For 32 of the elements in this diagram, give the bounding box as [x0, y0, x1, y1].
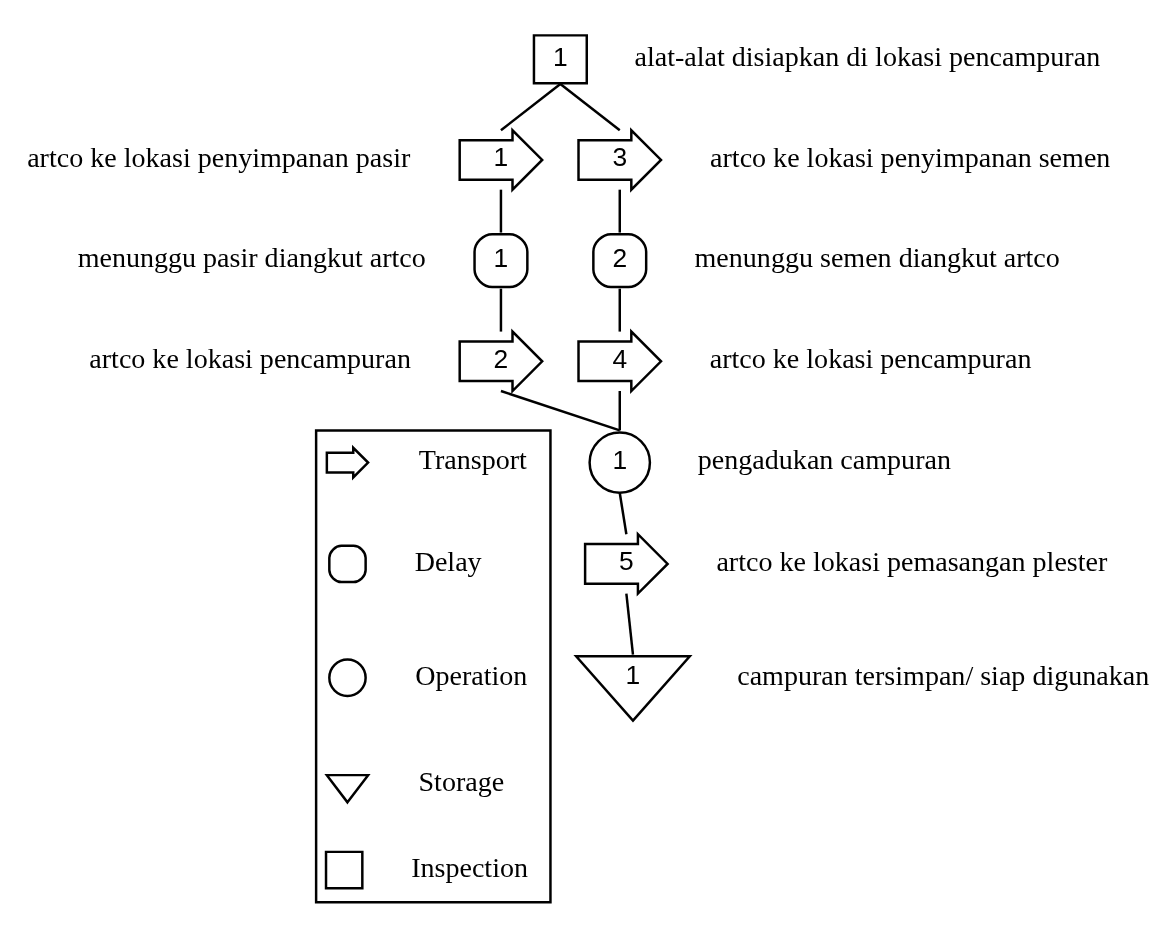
node-label: pengadukan campuran [697, 444, 951, 476]
node-label: menunggu semen diangkut artco [694, 242, 1060, 274]
connector [618, 288, 621, 332]
node-label: alat-alat disiapkan di lokasi pencampuran [634, 41, 1101, 73]
node-label: menunggu pasir diangkut artco [77, 242, 426, 274]
connector [500, 389, 621, 432]
node-label: artco ke lokasi penyimpanan semen [710, 141, 1111, 173]
legend-label: Operation [415, 659, 528, 691]
cluster [314, 429, 552, 904]
node-semicircle [328, 544, 367, 584]
legend-label: Delay [414, 545, 482, 577]
node-label: campuran tersimpan/ siap digunakan [737, 659, 1150, 691]
node-box: 1 [532, 34, 588, 85]
legend-label: Storage [418, 765, 505, 797]
node-triangle [324, 773, 371, 805]
connector [499, 189, 503, 233]
connector [618, 492, 628, 535]
connector [499, 288, 503, 332]
node-label: artco ke lokasi pencampuran [89, 343, 411, 375]
node-box [324, 850, 364, 890]
node-label: artco ke lokasi pemasangan plester [716, 545, 1108, 577]
node-label: artco ke lokasi pencampuran [709, 343, 1032, 375]
connector [500, 83, 562, 132]
node-arrow [325, 444, 370, 481]
node-circle: 1 [588, 431, 652, 494]
connector [618, 391, 621, 431]
node-circle [328, 658, 367, 698]
connector [618, 189, 621, 233]
legend-label: Transport [418, 444, 527, 476]
legend-label: Inspection [411, 851, 529, 883]
connector [625, 593, 635, 655]
node-label: artco ke lokasi penyimpanan pasir [27, 141, 411, 173]
